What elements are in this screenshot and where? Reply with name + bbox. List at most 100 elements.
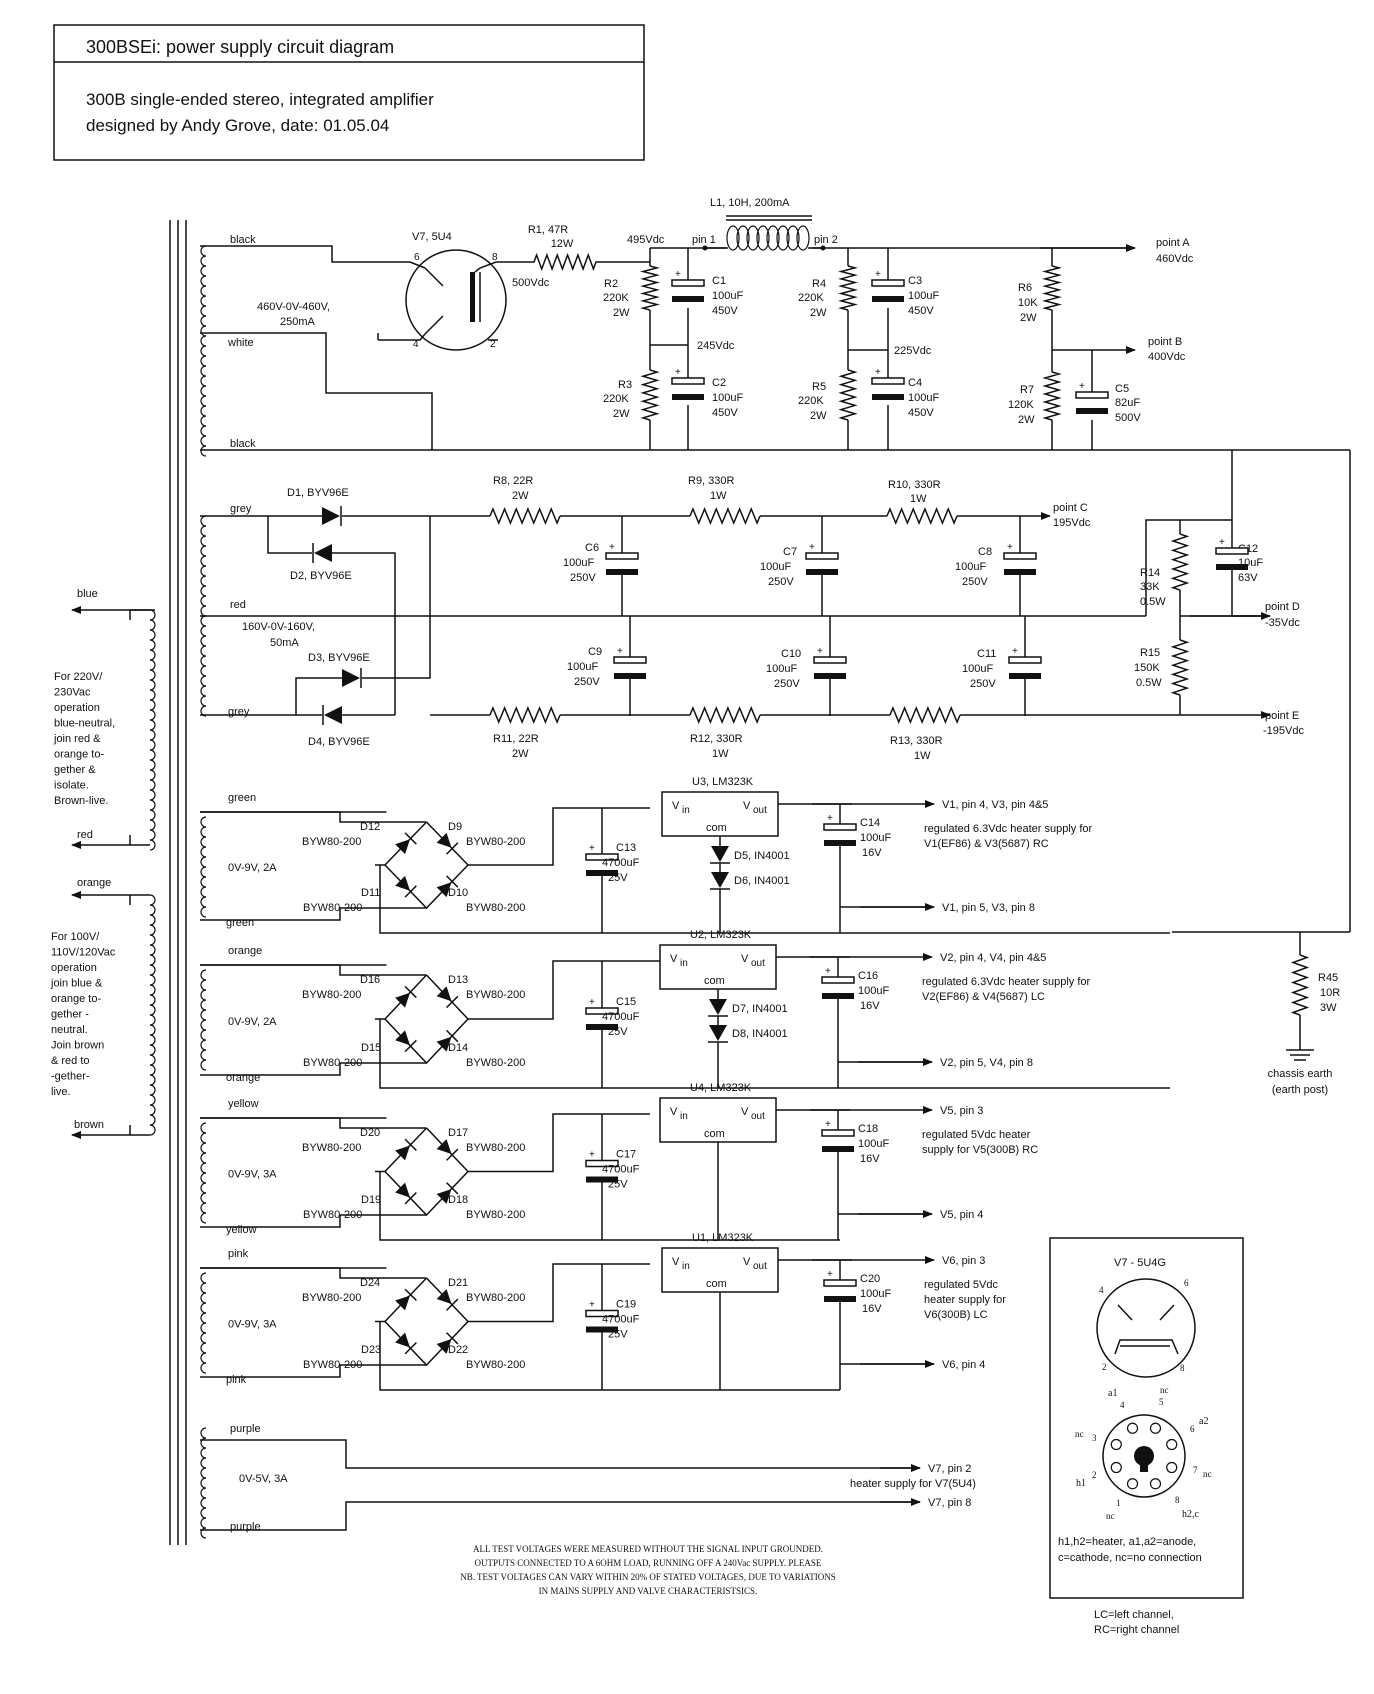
zener-diode	[710, 872, 730, 890]
input-capacitor: +	[585, 843, 619, 876]
reg-vout-sub: out	[751, 1111, 765, 1122]
capacitor-c1: +	[671, 269, 705, 302]
c1-value: 100uF	[712, 290, 743, 302]
capacitor: +	[605, 542, 639, 575]
socket-pin	[1110, 1438, 1122, 1451]
r2-value: 220K	[603, 292, 629, 304]
output-cap-value: 100uF	[860, 832, 891, 844]
output-2-label: V6, pin 4	[942, 1359, 985, 1371]
hv-winding-current: 250mA	[280, 316, 316, 328]
pin-6: 6	[1190, 1424, 1195, 1434]
lead-blue: blue	[77, 588, 98, 600]
output-2-label: V5, pin 4	[940, 1209, 983, 1221]
r12-label: R12, 330R	[690, 733, 743, 745]
diode-label-d: D22	[448, 1344, 468, 1356]
svg-text:+: +	[1079, 381, 1085, 392]
lead-pink-bottom: pink	[226, 1374, 247, 1386]
r45-label: R45	[1318, 972, 1338, 984]
diode-part-a: BYW80-200	[302, 989, 361, 1001]
regulator-label: U4, LM323K	[690, 1082, 752, 1094]
choke-l1	[705, 225, 823, 251]
diode-part-b: BYW80-200	[466, 989, 525, 1001]
zener-diode	[710, 846, 730, 864]
diode-part-a: BYW80-200	[302, 836, 361, 848]
ground-bus: R45 10R 3W chassis earth (earth post)	[1172, 450, 1351, 1096]
lead-brown: brown	[74, 1119, 104, 1131]
point-c-label: point C	[1053, 502, 1088, 514]
svg-text:+: +	[1219, 537, 1225, 548]
diode-label-b: D13	[448, 974, 468, 986]
r13-power: 1W	[914, 750, 931, 762]
pin-5: 5	[1159, 1397, 1164, 1407]
l1-pin2: pin 2	[814, 234, 838, 246]
bias-winding-current: 50mA	[270, 637, 299, 649]
r12-power: 1W	[712, 748, 729, 760]
pinout-box: V7 - 5U4G 4 6 2 8 a1 4 nc 5 a2 nc 3 6 h1…	[1049, 1237, 1244, 1599]
diode-part-c: BYW80-200	[303, 1057, 362, 1069]
v7-pin6: 6	[414, 252, 420, 263]
lc-legend: LC=left channel,	[1094, 1609, 1174, 1621]
socket-pin	[1166, 1438, 1178, 1451]
capacitor: +	[805, 542, 839, 575]
r7-power: 2W	[1018, 414, 1035, 426]
heater-winding-label: 0V-9V, 2A	[228, 862, 277, 874]
output-cap-voltage: 16V	[860, 1153, 880, 1165]
socket-pin	[1110, 1461, 1122, 1474]
diode-label-c: D11	[361, 887, 380, 899]
point-d-label: point D	[1265, 601, 1300, 613]
heater-note: V6(300B) LC	[924, 1309, 988, 1321]
r5-power: 2W	[810, 410, 827, 422]
resistor-r1	[530, 252, 600, 272]
zener-diode	[708, 1025, 728, 1043]
r5-value: 220K	[798, 395, 824, 407]
socket-pin	[1166, 1461, 1178, 1474]
heater-note: V1(EF86) & V3(5687) RC	[924, 838, 1049, 850]
output-cap-voltage: 16V	[860, 1000, 880, 1012]
svg-text:+: +	[825, 1119, 831, 1130]
reg-vout-sub: out	[753, 805, 767, 816]
d2-label: D2, BYV96E	[290, 570, 352, 582]
r15-power: 0.5W	[1136, 677, 1162, 689]
earth-post-label: (earth post)	[1272, 1084, 1328, 1096]
diode	[342, 668, 362, 688]
reg-com: com	[706, 1278, 727, 1290]
heater-note: regulated 5Vdc heater	[922, 1129, 1031, 1141]
pin-2: 2	[1092, 1470, 1097, 1480]
pin-8: 8	[1175, 1495, 1180, 1505]
pin-a2: a2	[1199, 1416, 1208, 1427]
v7-heater-note: heater supply for V7(5U4)	[850, 1478, 976, 1490]
regulator-label: U3, LM323K	[692, 776, 754, 788]
r6-power: 2W	[1020, 312, 1037, 324]
capacitor-c4: +	[871, 367, 905, 400]
c6-value: 100uF	[563, 557, 594, 569]
socket-pin	[1126, 1478, 1139, 1490]
lead-black-top: black	[230, 234, 256, 246]
v7-pin2: 2	[490, 339, 496, 350]
rectifier-tube-v7	[405, 249, 507, 351]
c8-voltage: 250V	[962, 576, 988, 588]
reg-vin: V	[672, 1256, 680, 1268]
capacitor-c5: +	[1075, 381, 1109, 414]
svg-text:+: +	[825, 966, 831, 977]
r15-value: 150K	[1134, 662, 1160, 674]
footnote-line4: IN MAINS SUPPLY AND VALVE CHARACTERISTSI…	[539, 1586, 758, 1596]
pin-a1: a1	[1108, 1388, 1117, 1399]
point-e-voltage: -195Vdc	[1263, 725, 1304, 737]
d4-label: D4, BYV96E	[308, 736, 370, 748]
output-cap-label: C20	[860, 1273, 880, 1285]
output-cap-label: C16	[858, 970, 878, 982]
input-cap-value: 4700uF	[602, 1164, 640, 1176]
heater-note: regulated 6.3Vdc heater supply for	[924, 823, 1093, 835]
heater-note: supply for V5(300B) RC	[922, 1144, 1038, 1156]
c9-voltage: 250V	[574, 676, 600, 688]
svg-text:+: +	[1007, 542, 1013, 553]
diode-part-c: BYW80-200	[303, 902, 362, 914]
output-cap-voltage: 16V	[862, 1303, 882, 1315]
point-a-label: point A	[1156, 237, 1190, 249]
reg-vout-sub: out	[751, 958, 765, 969]
heater-note: heater supply for	[924, 1294, 1006, 1306]
capacitor-c2: +	[671, 367, 705, 400]
r14-value: 33K	[1140, 581, 1160, 593]
